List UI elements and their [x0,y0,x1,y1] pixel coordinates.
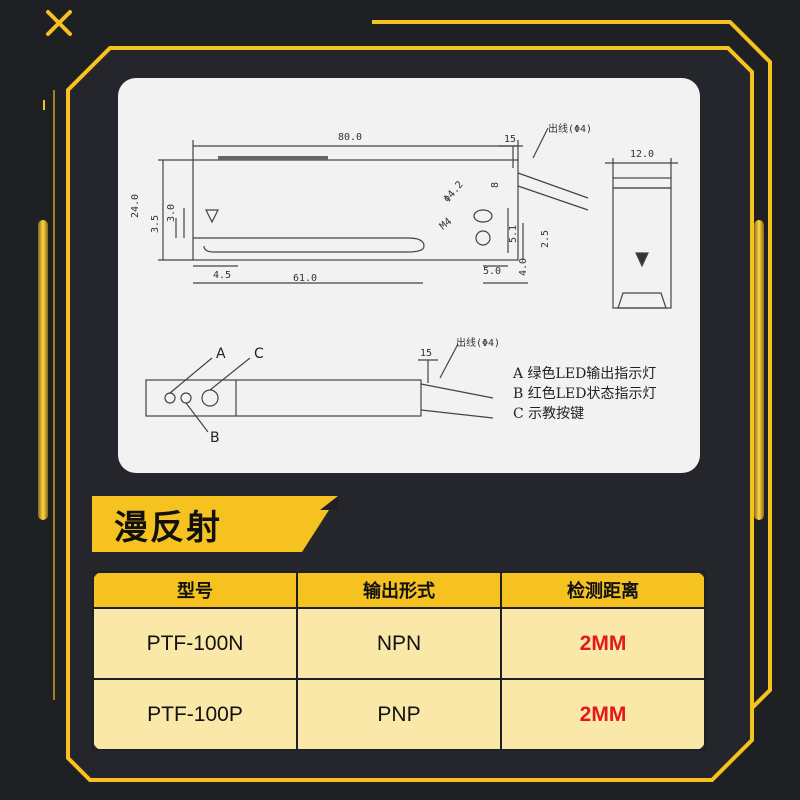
spec-table: 型号 输出形式 检测距离 PTF-100N NPN 2MM PTF-100P P… [92,571,706,751]
cable-label-bottom: 出线(Φ4) [456,336,500,349]
cell-model: PTF-100N [92,607,298,680]
dim-8: 8 [490,182,501,188]
cell-output: NPN [296,607,502,680]
cell-distance: 2MM [500,607,706,680]
table-row: PTF-100N NPN 2MM [92,607,706,680]
dim-phi-4-2: Φ4.2 [442,179,466,205]
dim-12: 12.0 [630,149,654,160]
cell-model: PTF-100P [92,678,298,751]
dim-3-5: 3.5 [150,215,161,233]
dim-4-0: 4.0 [518,258,529,276]
dim-15-bottom: 15 [420,348,432,359]
close-icon[interactable] [42,6,76,40]
cell-distance: 2MM [500,678,706,751]
legend-b: B 红色LED状态指示灯 [513,385,656,402]
callout-a: A [216,346,226,362]
callout-c: C [254,346,264,362]
dimension-diagram: 80.0 15 12.0 24.0 3.5 3.0 Φ4.2 8 M4 5.1 … [118,78,700,473]
header-model: 型号 [92,571,298,609]
section-title-banner: 漫反射 [92,496,338,552]
header-distance: 检测距离 [500,571,706,609]
legend-c: C 示教按键 [513,406,584,422]
table-header-row: 型号 输出形式 检测距离 [92,571,706,609]
dim-5-1: 5.1 [508,225,519,243]
callout-b: B [210,430,220,446]
dim-4-5: 4.5 [213,270,231,281]
dim-15-top: 15 [504,134,516,145]
dim-3-0: 3.0 [166,204,177,222]
table-row: PTF-100P PNP 2MM [92,678,706,751]
cell-output: PNP [296,678,502,751]
dim-61: 61.0 [293,273,317,284]
section-title: 漫反射 [114,508,222,548]
dim-2-5: 2.5 [540,230,551,248]
dim-5-0: 5.0 [483,266,501,277]
legend-a: A 绿色LED输出指示灯 [512,365,656,382]
dim-m4: M4 [438,216,454,232]
dim-80: 80.0 [338,132,362,143]
cable-label-top: 出线(Φ4) [548,122,592,135]
dim-24: 24.0 [130,194,141,218]
header-output: 输出形式 [296,571,502,609]
